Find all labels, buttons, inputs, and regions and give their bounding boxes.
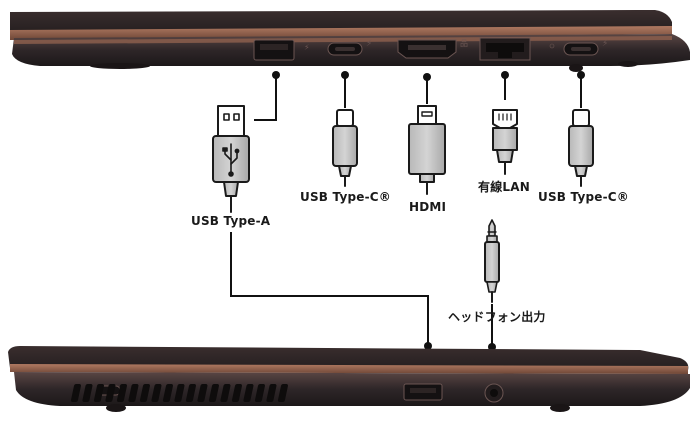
top-laptop: ⚡ ⚡ 品 ⚡ <box>10 10 690 72</box>
bottom-usb-a-port <box>403 383 443 401</box>
vent-slot <box>243 384 254 402</box>
usb-a-connector-icon <box>212 105 250 213</box>
vent-slot <box>197 384 208 402</box>
hdmi-connector-icon <box>408 105 446 195</box>
vent-slot <box>208 384 219 402</box>
usb-c-connector-icon-2 <box>568 109 594 187</box>
vent-slot <box>220 384 231 402</box>
vent-slot <box>231 384 242 402</box>
label-hdmi: HDMI <box>409 200 447 214</box>
bottom-laptop <box>8 346 690 412</box>
vent-slot <box>128 384 139 402</box>
bottom-laptop-lid <box>8 346 689 370</box>
vent-slot <box>185 384 196 402</box>
vent-slot <box>277 384 288 402</box>
vent-slot <box>174 384 185 402</box>
vent-slot <box>139 384 150 402</box>
label-headphone-out: ヘッドフォン出力 <box>448 310 546 324</box>
label-lan: 有線LAN <box>478 180 530 194</box>
lan-port: 品 <box>460 37 531 61</box>
svg-text:⚡: ⚡ <box>602 39 608 49</box>
vent-grille <box>70 384 288 402</box>
usb-a-port: ⚡ <box>253 39 310 61</box>
bottom-laptop-base <box>14 372 690 406</box>
leader-lines <box>230 74 582 346</box>
vent-slot <box>70 384 81 402</box>
vent-slot <box>105 384 116 402</box>
headphone-plug-icon <box>484 219 500 303</box>
vent-slot <box>93 384 104 402</box>
label-usb-type-a: USB Type-A <box>191 214 271 228</box>
usb-c-port-2: ⚡ <box>563 39 608 56</box>
svg-text:⚡: ⚡ <box>304 43 310 52</box>
vent-slot <box>266 384 277 402</box>
vent-slot <box>162 384 173 402</box>
headphone-jack <box>484 383 504 403</box>
label-usb-type-c-2: USB Type-C® <box>538 190 630 204</box>
usb-c-connector-icon-1 <box>332 109 358 187</box>
vent-slot <box>254 384 265 402</box>
label-usb-type-c-1: USB Type-C® <box>300 190 392 204</box>
line-dots <box>272 71 585 351</box>
lan-connector-icon <box>492 109 518 175</box>
usb-c-port-1: ⚡ <box>327 39 372 56</box>
vent-slot <box>116 384 127 402</box>
vent-slot <box>82 384 93 402</box>
svg-text:⚡: ⚡ <box>366 39 372 49</box>
vent-slot <box>151 384 162 402</box>
hdmi-port <box>397 39 457 59</box>
svg-text:品: 品 <box>460 39 468 48</box>
